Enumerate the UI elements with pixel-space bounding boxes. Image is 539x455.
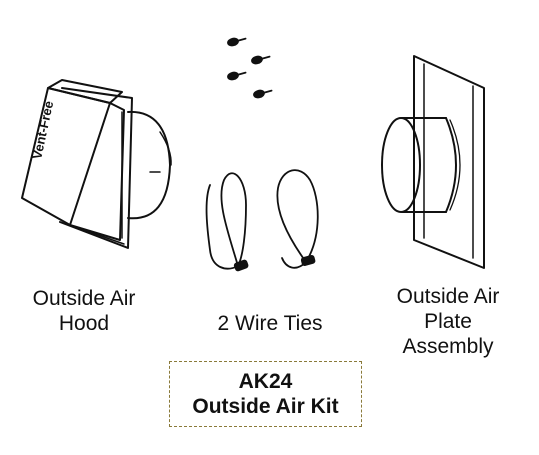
screw-icon [227, 71, 247, 81]
screw-icon [227, 37, 247, 47]
hood-label-line2: Hood [58, 312, 110, 335]
plate-assembly-icon [381, 55, 485, 269]
hood-icon [21, 79, 172, 249]
wire-ties-label: 2 Wire Ties [190, 311, 350, 336]
wire-ties-label-text: 2 Wire Ties [217, 312, 323, 335]
svg-text:Vent-Free: Vent-Free [29, 100, 56, 161]
hood-logo: Vent-Free [29, 100, 56, 161]
plate-label-line1: Outside Air [396, 285, 500, 308]
plate-label-line2: Plate [424, 310, 472, 333]
wire-tie-icon [205, 172, 249, 272]
plate-assembly-label: Outside Air Plate Assembly [368, 284, 528, 359]
kit-title-box: AK24 Outside Air Kit [169, 361, 362, 427]
hood-label: Outside Air Hood [4, 286, 164, 336]
hood-label-line1: Outside Air [32, 287, 136, 310]
wire-ties-group [205, 169, 319, 272]
screws-group [227, 37, 273, 99]
screw-icon [253, 89, 273, 99]
plate-label-line3: Assembly [402, 335, 494, 358]
screw-icon [251, 55, 271, 65]
kit-model: AK24 [238, 370, 293, 393]
kit-name: Outside Air Kit [192, 395, 339, 418]
wire-tie-icon [276, 169, 319, 269]
